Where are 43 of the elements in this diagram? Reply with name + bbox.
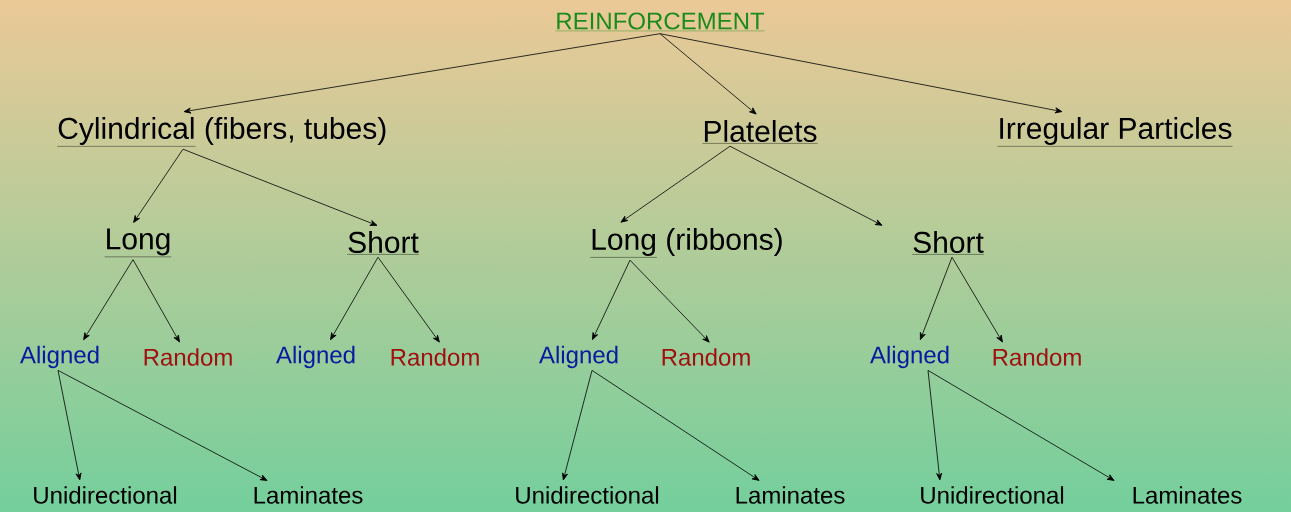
arrow [133,148,184,223]
arrow [629,259,710,343]
arrow [182,148,378,226]
orientation-label: Aligned [539,345,618,369]
leaf-label: Unidirectional [921,486,1064,504]
arrow [562,370,593,481]
leaf-label: Laminates [254,486,363,504]
arrow [83,259,134,341]
category-label: Cylindrical (fibers, tubes) [57,117,386,147]
arrow [330,256,379,341]
arrow [729,145,883,226]
arrow [591,370,760,481]
arrow [951,256,1003,343]
leaf-label: Unidirectional [34,486,177,504]
arrow [927,370,943,481]
arrow [377,256,440,343]
arrow [620,145,731,223]
leaf-label: Laminates [1133,486,1242,504]
arrow [919,256,953,340]
category-label: Long [104,228,172,258]
arrow [132,259,180,343]
category-label: Platelets [702,120,818,144]
arrow [659,33,757,115]
arrow [927,370,1115,481]
category-label: Short [346,231,420,255]
orientation-label: Aligned [276,345,355,369]
leaf-label: Laminates [736,486,845,504]
arrow [659,33,1063,114]
arrow [592,259,631,340]
orientation-label: Random [391,348,479,366]
orientation-label: Random [662,348,750,366]
orientation-label: Random [144,348,232,366]
orientation-label: Aligned [870,345,949,369]
orientation-label: Aligned [20,345,99,369]
orientation-label: Random [993,348,1081,366]
category-label: Long (ribbons) [590,228,782,258]
heading-text: REINFORCEMENT [555,12,765,32]
category-label: Irregular Particles [997,117,1233,147]
arrow [57,370,82,481]
leaf-label: Unidirectional [516,486,659,504]
arrow [57,370,268,481]
arrow [183,33,661,114]
category-label: Short [911,231,985,255]
